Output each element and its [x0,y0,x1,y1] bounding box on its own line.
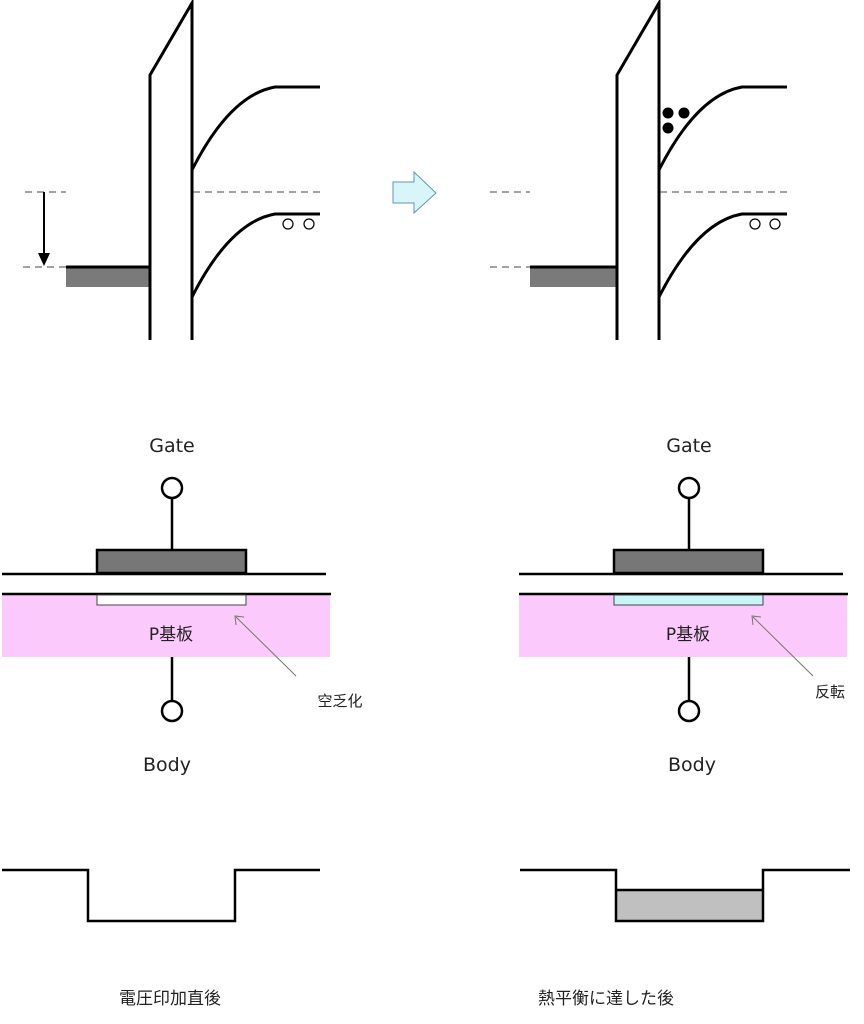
electron [662,122,674,134]
body-label: Body [143,754,191,776]
body-label: Body [668,754,716,776]
arrow-head [38,253,50,266]
hole [303,218,315,230]
caption-right: 熱平衡に達した後 [538,989,674,1009]
band-diagram-right [490,0,787,340]
filled-well [616,890,763,921]
transition-arrow [392,170,437,215]
mos-structure-right: Gate P基板 反転 Body [519,435,848,776]
gate-metal-band [66,267,150,287]
electron [662,107,674,119]
gate-label: Gate [666,435,712,457]
gate-label: Gate [149,435,195,457]
band-diagram-left [23,0,320,340]
mos-structure-left: Gate P基板 空乏化 Body [2,435,363,776]
electron [678,107,690,119]
substrate-label: P基板 [666,625,710,645]
region-label: 空乏化 [317,692,362,710]
gate-electrode [95,548,248,575]
body-terminal [160,699,184,723]
region-label: 反転 [815,683,845,701]
hole [749,218,761,230]
inversion-layer [613,594,764,606]
potential-well-left [2,868,320,923]
potential-well-right [520,868,850,923]
hole [769,218,781,230]
conduction-band [190,85,320,171]
caption-left: 電圧印加直後 [119,989,221,1009]
substrate-label: P基板 [149,625,193,645]
valence-band [190,212,320,298]
depletion-region [96,594,247,606]
oxide-left-edge [148,0,194,340]
gate-terminal [160,476,184,500]
hole [282,218,294,230]
